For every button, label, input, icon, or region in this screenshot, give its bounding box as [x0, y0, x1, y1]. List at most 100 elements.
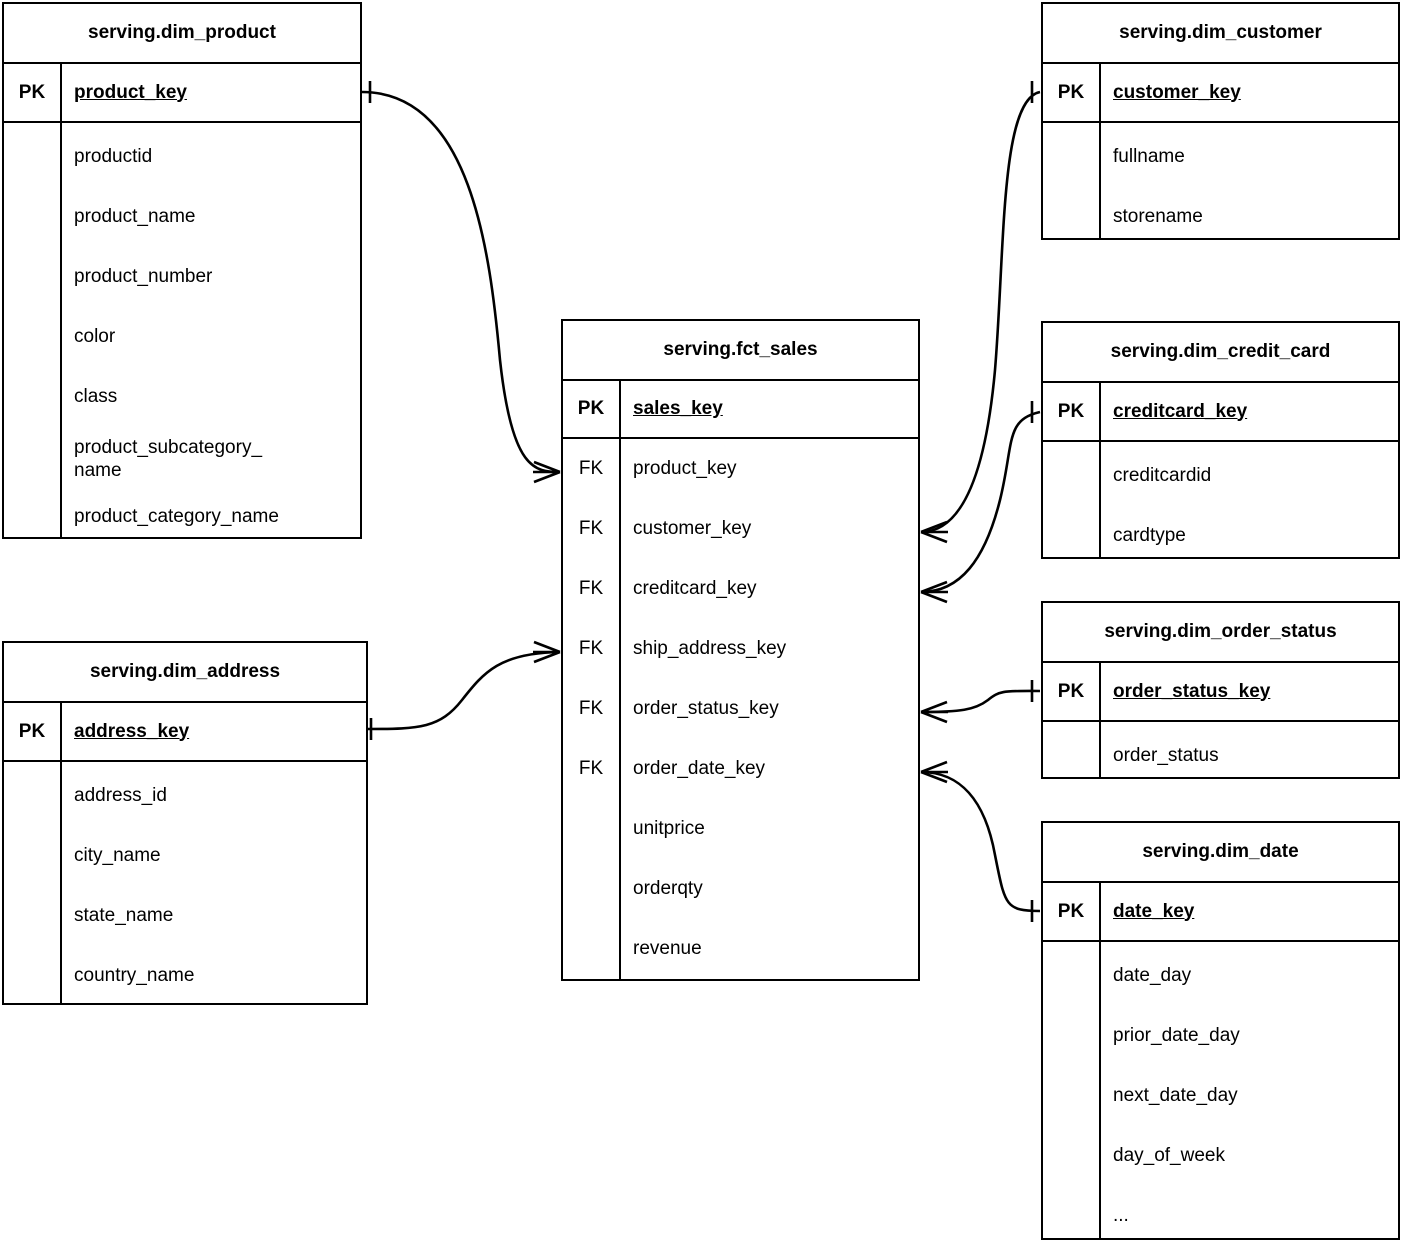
attribute: color — [74, 326, 116, 347]
measure-field: revenue — [633, 938, 702, 959]
attribute: productid — [74, 146, 153, 167]
pk-badge: PK — [4, 64, 62, 121]
pk-field-name: date_key — [1113, 900, 1195, 922]
attribute-list: creditcardid cardtype — [1101, 442, 1398, 557]
pk-field-name: sales_key — [633, 397, 723, 419]
entity-title-dim-credit-card: serving.dim_credit_card — [1043, 323, 1398, 383]
attribute: product_name — [74, 206, 196, 227]
entity-dim-order-status[interactable]: serving.dim_order_status PK order_status… — [1041, 601, 1400, 779]
pk-row-dim-customer: PK customer_key — [1043, 64, 1398, 123]
attribute: creditcardid — [1113, 465, 1212, 486]
attribute: next_date_day — [1113, 1085, 1238, 1106]
fk-field: ship_address_key — [633, 638, 787, 659]
attribute-block-dim-order-status: order_status — [1043, 722, 1398, 777]
crowsfoot-customer — [920, 520, 948, 544]
crowsfoot-creditcard — [920, 580, 948, 604]
attribute-block-dim-product: productid product_name product_number co… — [4, 123, 360, 537]
measure-field: orderqty — [633, 878, 703, 899]
attribute: day_of_week — [1113, 1145, 1225, 1166]
entity-title-dim-product: serving.dim_product — [4, 4, 360, 64]
pk-badge: PK — [1043, 64, 1101, 121]
relationship-address — [367, 650, 561, 731]
attribute: cardtype — [1113, 525, 1186, 546]
attribute-block-dim-date: date_day prior_date_day next_date_day da… — [1043, 942, 1398, 1238]
entity-dim-credit-card[interactable]: serving.dim_credit_card PK creditcard_ke… — [1041, 321, 1400, 559]
attribute: class — [74, 386, 118, 407]
attribute: product_number — [74, 266, 213, 287]
pk-row-dim-credit-card: PK creditcard_key — [1043, 383, 1398, 442]
key-gutter — [1043, 942, 1101, 1238]
pk-row-fct-sales: PK sales_key — [563, 380, 918, 439]
crowsfoot-orderstatus — [920, 700, 948, 724]
fk-field: creditcard_key — [633, 578, 757, 599]
entity-title-dim-date: serving.dim_date — [1043, 823, 1398, 883]
attribute: address_id — [74, 785, 167, 806]
attribute-list: address_id city_name state_name country_… — [62, 762, 366, 1003]
fk-field: order_status_key — [633, 698, 779, 719]
entity-dim-product[interactable]: serving.dim_product PK product_key produ… — [2, 2, 362, 539]
attribute-block-dim-customer: fullname storename — [1043, 123, 1398, 238]
pk-field-name: order_status_key — [1113, 680, 1271, 702]
entity-fct-sales[interactable]: serving.fct_sales PK sales_key FK FK FK … — [561, 319, 920, 981]
pk-row-dim-order-status: PK order_status_key — [1043, 663, 1398, 722]
attribute: city_name — [74, 845, 161, 866]
key-gutter — [1043, 722, 1101, 777]
entity-title-dim-address: serving.dim_address — [4, 643, 366, 703]
key-gutter — [4, 123, 62, 537]
pk-field-name: creditcard_key — [1113, 400, 1248, 422]
relationship-orderstatus — [920, 689, 1041, 714]
fk-block-fct-sales: FK FK FK FK FK FK product_key customer_k… — [563, 439, 918, 979]
attribute-block-dim-address: address_id city_name state_name country_… — [4, 762, 366, 1003]
pk-badge: PK — [1043, 883, 1101, 940]
attribute: fullname — [1113, 146, 1185, 167]
fk-field: customer_key — [633, 518, 752, 539]
pk-row-dim-date: PK date_key — [1043, 883, 1398, 942]
attribute: storename — [1113, 206, 1203, 227]
pk-row-dim-address: PK address_key — [4, 703, 366, 762]
pk-row-dim-product: PK product_key — [4, 64, 360, 123]
attribute-list: order_status — [1101, 722, 1398, 777]
entity-title-dim-customer: serving.dim_customer — [1043, 4, 1398, 64]
crowsfoot-address — [533, 640, 561, 664]
attribute-list: productid product_name product_number co… — [62, 123, 360, 537]
attribute: order_status — [1113, 745, 1219, 766]
attribute-block-dim-credit-card: creditcardid cardtype — [1043, 442, 1398, 557]
measure-field: unitprice — [633, 818, 705, 839]
key-gutter — [4, 762, 62, 1003]
attribute-list: date_day prior_date_day next_date_day da… — [1101, 942, 1398, 1238]
relationship-creditcard — [920, 410, 1041, 594]
fk-badge: FK — [578, 578, 604, 599]
fk-badge: FK — [578, 638, 604, 659]
pk-field-name: address_key — [74, 720, 190, 742]
pk-field-name: product_key — [74, 81, 187, 103]
relationship-customer — [920, 90, 1041, 534]
entity-dim-customer[interactable]: serving.dim_customer PK customer_key ful… — [1041, 2, 1400, 240]
entity-title-fct-sales: serving.fct_sales — [563, 321, 918, 381]
pk-badge: PK — [1043, 383, 1101, 440]
pk-badge: PK — [563, 380, 621, 437]
key-gutter — [1043, 442, 1101, 557]
fk-badge: FK — [578, 698, 604, 719]
attribute: date_day — [1113, 965, 1192, 986]
fk-gutter: FK FK FK FK FK FK — [563, 439, 621, 979]
entity-dim-date[interactable]: serving.dim_date PK date_key date_day pr… — [1041, 821, 1400, 1240]
attribute: product_subcategory_ name — [74, 437, 263, 481]
key-gutter — [1043, 123, 1101, 238]
attribute: product_category_name — [74, 506, 279, 527]
fk-badge: FK — [578, 518, 604, 539]
relationship-product — [361, 90, 561, 474]
fk-name-list: product_key customer_key creditcard_key … — [621, 439, 918, 979]
attribute: country_name — [74, 965, 195, 986]
fk-badge: FK — [578, 458, 604, 479]
attribute: state_name — [74, 905, 174, 926]
attribute: ... — [1113, 1205, 1129, 1226]
attribute-list: fullname storename — [1101, 123, 1398, 238]
relationship-orderdate — [920, 770, 1041, 913]
attribute: prior_date_day — [1113, 1025, 1240, 1046]
pk-field-name: customer_key — [1113, 81, 1241, 103]
crowsfoot-orderdate — [920, 760, 948, 784]
fk-badge: FK — [578, 758, 604, 779]
fk-field: order_date_key — [633, 758, 766, 779]
entity-dim-address[interactable]: serving.dim_address PK address_key addre… — [2, 641, 368, 1005]
